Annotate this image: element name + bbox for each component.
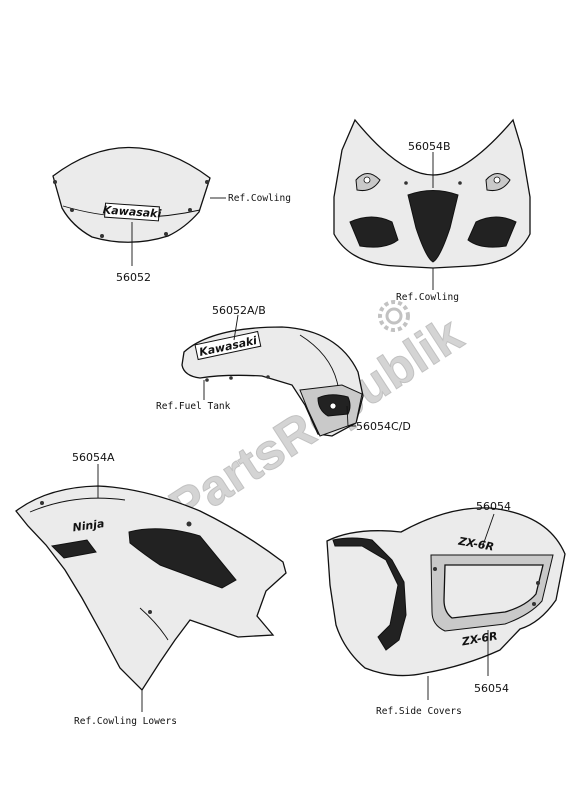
- fuel-tank-part-number: 56052A/B: [212, 304, 266, 317]
- side-cowling-ref-label: Ref.Cowling Lowers: [74, 716, 177, 727]
- windshield-part-number: 56052: [116, 271, 151, 284]
- tail-cover-part-number-top: 56054: [476, 500, 511, 513]
- tail-cover: ZX-6R ZX-6R 56054 56054 Ref.Side Covers: [326, 500, 566, 717]
- windshield-decal: Kawasaki: [102, 202, 162, 222]
- windshield: Kawasaki 56052 Ref.Cowling: [52, 146, 291, 284]
- tail-cover-decal-bottom: ZX-6R: [460, 629, 499, 648]
- fuel-tank: Kawasaki 56052A/B Ref.Fuel Tank 56054C/D: [156, 304, 411, 437]
- fuel-tank-side-part-number: 56054C/D: [356, 420, 411, 433]
- side-cowling: Ninja 56054A Ref.Cowling Lowers: [15, 451, 287, 727]
- side-cowling-decal-text: Ninja: [72, 517, 106, 534]
- fuel-tank-ref-label: Ref.Fuel Tank: [156, 401, 231, 412]
- upper-cowling-part-number: 56054B: [408, 140, 451, 153]
- windshield-decal-text: Kawasaki: [102, 203, 162, 220]
- upper-cowling-ref-label: Ref.Cowling: [396, 292, 459, 303]
- windshield-ref-label: Ref.Cowling: [228, 193, 291, 204]
- tail-cover-ref-label: Ref.Side Covers: [376, 706, 462, 717]
- side-cowling-part-number: 56054A: [72, 451, 115, 464]
- windshield-body: [52, 146, 211, 243]
- upper-cowling: 56054B Ref.Cowling: [333, 118, 531, 303]
- side-cowling-body: [15, 485, 287, 692]
- tail-cover-part-number-bottom: 56054: [474, 682, 509, 695]
- gear-icon: [378, 300, 410, 332]
